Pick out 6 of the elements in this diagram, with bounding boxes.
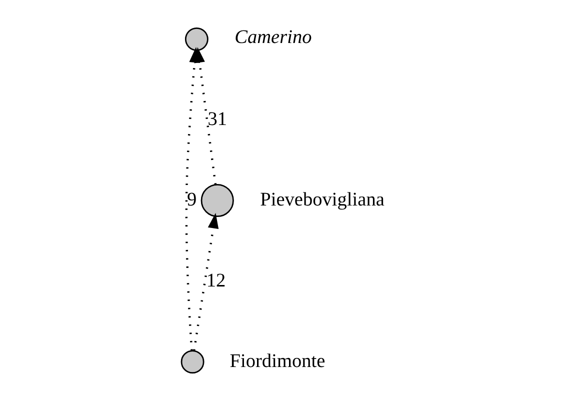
node-label: Fiordimonte [229,350,325,372]
node-label: Camerino [234,26,312,48]
node-label: Pievebovigliana [260,190,384,211]
edge-label: 31 [207,108,227,130]
edge-label: 12 [206,270,226,292]
edge-label: 9 [186,190,196,211]
